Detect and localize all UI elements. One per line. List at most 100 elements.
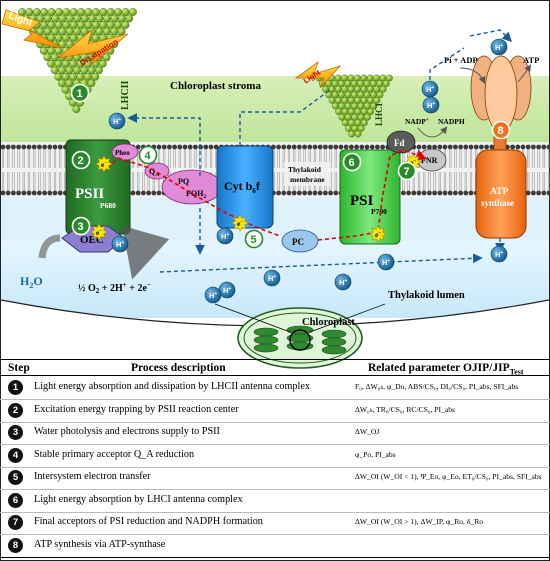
- pigment-ball: [121, 8, 130, 16]
- lipid-head: [468, 144, 474, 150]
- pigment-ball: [335, 97, 342, 104]
- lipid-head: [31, 190, 37, 196]
- pigment-ball: [344, 113, 352, 121]
- step-description: Final acceptors of PSI reduction and NAD…: [34, 516, 263, 527]
- lipid-head: [297, 144, 302, 150]
- pigment-ball: [69, 8, 78, 16]
- lipid-head: [156, 190, 162, 196]
- pigment-ball: [331, 102, 339, 110]
- table-row-rule: [0, 534, 550, 535]
- pigment-ball: [357, 124, 365, 132]
- lipid-head: [21, 144, 27, 150]
- proton-ball: [216, 227, 234, 245]
- pigment-ball: [62, 21, 71, 29]
- electron-group: e−e−e−e−e−: [90, 153, 422, 243]
- pigment-ball: [341, 74, 348, 82]
- water-eq-2-sup: +: [123, 281, 127, 289]
- lipid-head: [437, 190, 443, 196]
- pigment-ball: [106, 21, 115, 29]
- pigment-ball: [77, 21, 85, 29]
- lipid-head: [369, 144, 375, 150]
- qa-text: Q: [149, 167, 155, 176]
- lipid-head: [458, 144, 463, 150]
- lipid-head: [333, 190, 339, 196]
- cyt-sub: 6: [252, 187, 256, 195]
- proton-label: H+: [223, 286, 231, 295]
- lipid-head: [343, 144, 349, 150]
- nadp-text: NADP: [405, 117, 426, 126]
- step-description: Light energy absorption by LHCI antenna …: [34, 493, 243, 505]
- lipid-head: [31, 144, 37, 150]
- electron-label: e−: [410, 158, 416, 167]
- electron-label: e−: [101, 160, 107, 169]
- lipid-head: [297, 190, 302, 196]
- pigment-ball: [47, 21, 56, 29]
- proton-group: H+H+H+H+H+H+H+H+H+H+H+H+: [108, 38, 508, 304]
- chloroplast-zoom-line-right: [309, 303, 386, 333]
- pigment-ball: [54, 21, 63, 29]
- pigment-ball: [47, 46, 56, 55]
- lipid-head: [427, 190, 432, 196]
- step-parameters: F₀, ΔW₀ₖ, φ_Do, ABS/CS₀, DI₀/CS₀, PI_abs…: [355, 382, 519, 391]
- pigment-ball: [106, 8, 115, 16]
- pigment-ball: [373, 74, 380, 82]
- pigment-ball: [335, 108, 343, 116]
- table-row-rule: [0, 444, 550, 445]
- pigment-ball: [354, 130, 362, 138]
- qa: [144, 162, 170, 180]
- atp-synthase: [470, 55, 532, 239]
- lipid-head: [47, 144, 53, 150]
- qa-sub: A: [155, 172, 159, 178]
- pigment-ball: [61, 72, 70, 81]
- lhcii-label: LHCII: [120, 80, 131, 110]
- pq-pool: [161, 169, 223, 205]
- pigment-ball: [344, 80, 352, 88]
- light-bolt-left-icon: [1, 9, 63, 49]
- pigment-ball: [58, 14, 67, 23]
- step-marker-4: [138, 145, 158, 165]
- pigment-ball: [357, 80, 365, 88]
- lipid-head: [317, 190, 323, 196]
- nadp-sup: +: [426, 118, 429, 123]
- nadp-arrow: [417, 126, 448, 138]
- pigment-ball: [328, 85, 336, 93]
- h2o-label: H2O: [20, 274, 43, 290]
- chloroplast-illustration: [237, 307, 363, 369]
- pqh2-text: PQH: [186, 189, 204, 198]
- lipid-head: [11, 144, 16, 150]
- pigment-ball: [102, 53, 111, 62]
- step-parameters: ΔW₀ₖ, TR₀/CS₀, RC/CS₀, PI_abs: [355, 404, 455, 414]
- pigment-ball: [84, 8, 93, 16]
- proton-ball: [490, 245, 508, 263]
- stroma-label: Chloroplast stroma: [170, 80, 261, 92]
- lipid-head: [510, 144, 515, 150]
- lipid-head: [349, 144, 354, 150]
- pigment-ball: [88, 14, 97, 23]
- pigment-ball: [370, 91, 378, 99]
- pigment-ball: [98, 59, 107, 68]
- fnr-label: FNR: [421, 156, 438, 165]
- pigment-ball: [363, 80, 371, 88]
- pigment-ball: [54, 34, 63, 42]
- pigment-ball: [40, 21, 48, 29]
- lipid-head: [208, 144, 214, 150]
- lipid-head: [26, 190, 32, 196]
- proton-label: H+: [427, 101, 435, 110]
- pigment-ball: [62, 8, 71, 16]
- water-equation: ½ O2 + 2H+ + 2e−: [78, 281, 151, 295]
- lipid-head: [302, 144, 307, 150]
- step-marker-3: [71, 216, 91, 236]
- step-marker-label: 8: [498, 125, 504, 137]
- pigment-ball: [84, 21, 93, 29]
- table-row-rule: [0, 421, 550, 423]
- lipid-head: [26, 144, 32, 150]
- pigment-ball: [360, 97, 368, 104]
- step-number: 1: [8, 380, 23, 395]
- pigment-ball: [341, 97, 349, 104]
- pigment-ball: [91, 21, 100, 29]
- lipid-head: [276, 144, 281, 150]
- lipid-head: [141, 190, 146, 196]
- lipid-head: [328, 190, 333, 196]
- pigment-ball: [366, 85, 374, 93]
